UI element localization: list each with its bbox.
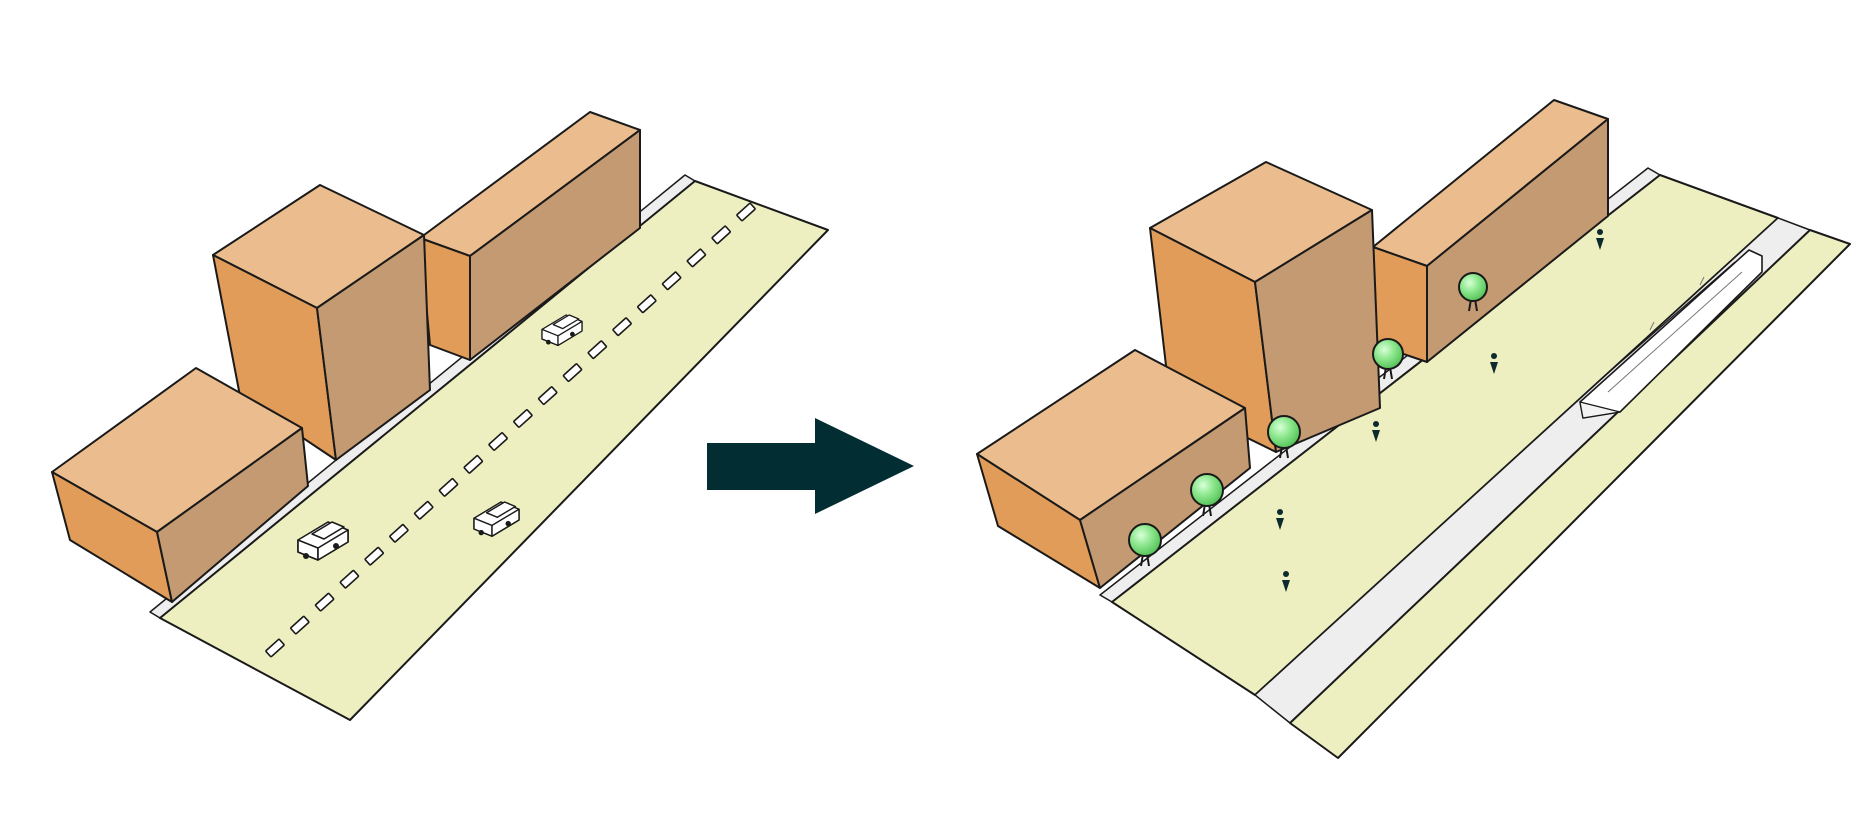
after-scene (976, 99, 1851, 759)
lane-dash (463, 455, 484, 474)
lane-dash (265, 638, 285, 658)
tree-icon (1190, 473, 1224, 517)
pedestrian-icon (1276, 509, 1284, 530)
lane-dash (513, 409, 533, 428)
lane-dash (537, 386, 558, 405)
lane-dash (587, 340, 608, 360)
tree-icon (1458, 272, 1488, 312)
lane-dash (389, 523, 409, 543)
lane-dash (413, 500, 434, 520)
lane-dash (290, 615, 310, 635)
lane-dash (637, 294, 657, 314)
tree-icon (1267, 415, 1301, 459)
van-icon (297, 521, 349, 561)
before-building-tall (212, 184, 431, 461)
pedestrian-icon (1490, 353, 1498, 374)
before-building-front (51, 367, 309, 603)
lane-dash (314, 592, 335, 612)
pedestrian-icon (1372, 421, 1380, 442)
pedestrian-icon (1596, 229, 1604, 250)
after-pedestrians (1276, 229, 1604, 592)
car-icon (473, 501, 520, 537)
pedestrian-icon (1282, 571, 1290, 592)
lane-dash (488, 432, 508, 451)
before-scene (51, 111, 829, 721)
after-building-front (976, 349, 1251, 589)
lane-dash (736, 202, 756, 222)
lane-dash (686, 248, 707, 268)
tree-icon (1372, 338, 1404, 380)
arrow-right-icon (707, 418, 914, 514)
before-lane-markings (265, 202, 756, 658)
lane-dash (562, 363, 583, 382)
before-building-back (419, 111, 641, 361)
lane-dash (364, 546, 384, 566)
lane-dash (612, 317, 632, 337)
before-vehicles (297, 314, 583, 561)
tram-icon (1579, 249, 1763, 419)
car-icon (541, 314, 583, 347)
lane-dash (661, 271, 682, 291)
tree-icon (1128, 523, 1162, 567)
lane-dash (339, 569, 360, 589)
after-building-tall (1149, 161, 1381, 453)
lane-dash (438, 478, 459, 497)
lane-dash (711, 225, 731, 245)
after-trees (1128, 272, 1488, 567)
